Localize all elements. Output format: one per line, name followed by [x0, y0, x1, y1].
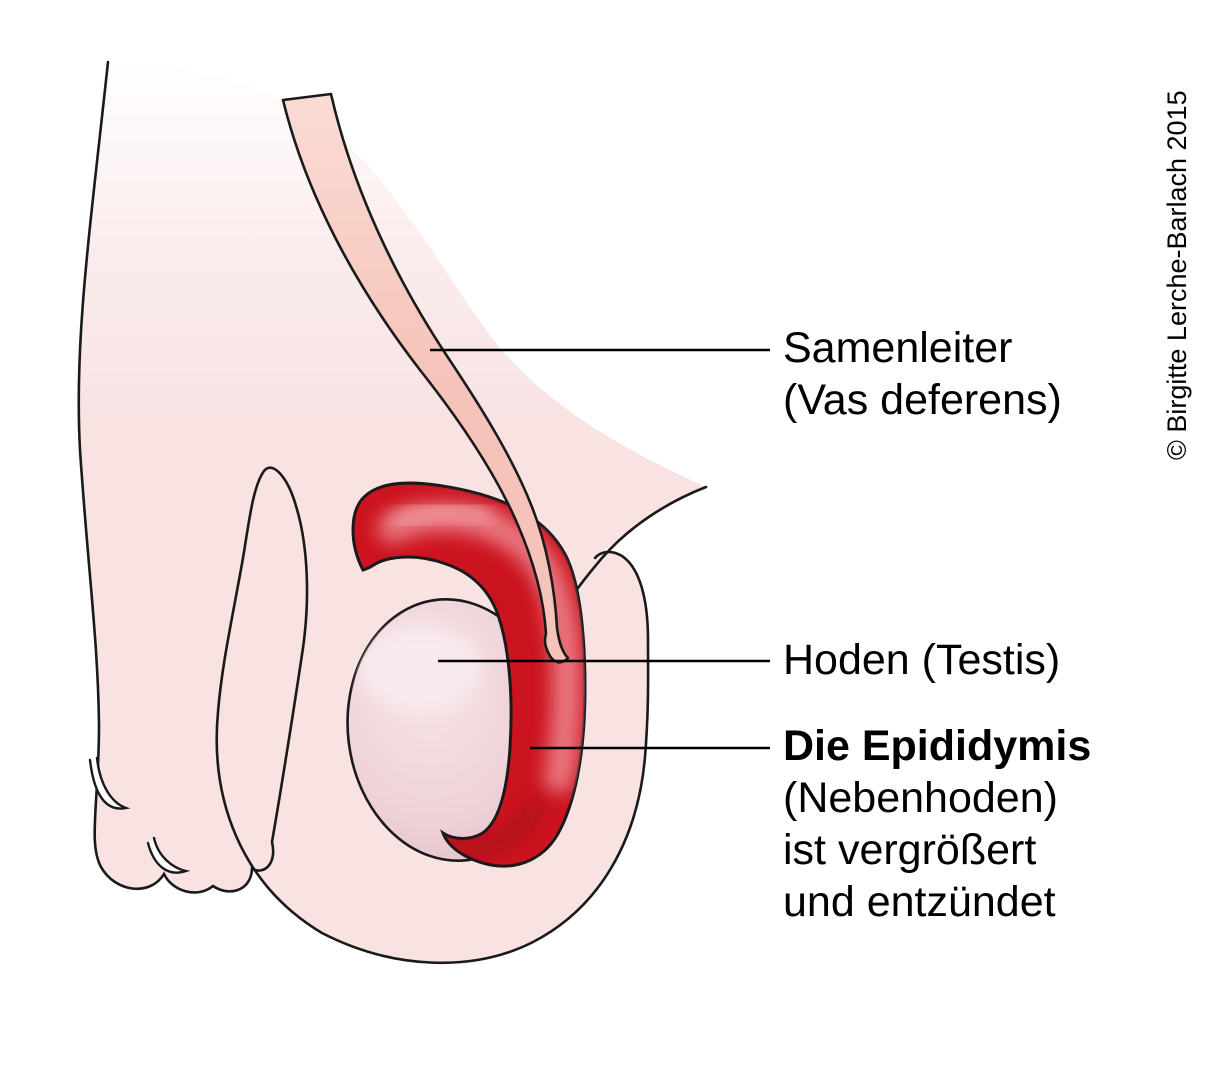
label-vas-deferens-line2: (Vas deferens)	[783, 376, 1062, 424]
label-epididymis-line1: Die Epididymis	[783, 722, 1092, 770]
label-epididymis: Die Epididymis (Nebenhoden) ist vergröße…	[783, 720, 1091, 928]
testis-highlight	[358, 626, 482, 710]
label-epididymis-line2: (Nebenhoden)	[783, 774, 1058, 822]
label-epididymis-line3: ist vergrößert	[783, 826, 1037, 874]
label-testis: Hoden (Testis)	[783, 634, 1060, 686]
label-epididymis-line4: und entzündet	[783, 878, 1056, 926]
label-vas-deferens: Samenleiter (Vas deferens)	[783, 322, 1062, 426]
crease-line	[146, 836, 191, 874]
label-vas-deferens-line1: Samenleiter	[783, 324, 1013, 372]
label-testis-line1: Hoden (Testis)	[783, 636, 1061, 684]
body-outline	[77, 60, 650, 965]
crease-line	[88, 756, 131, 810]
copyright-credit: © Birgitte Lerche-Barlach 2015	[1162, 90, 1192, 460]
